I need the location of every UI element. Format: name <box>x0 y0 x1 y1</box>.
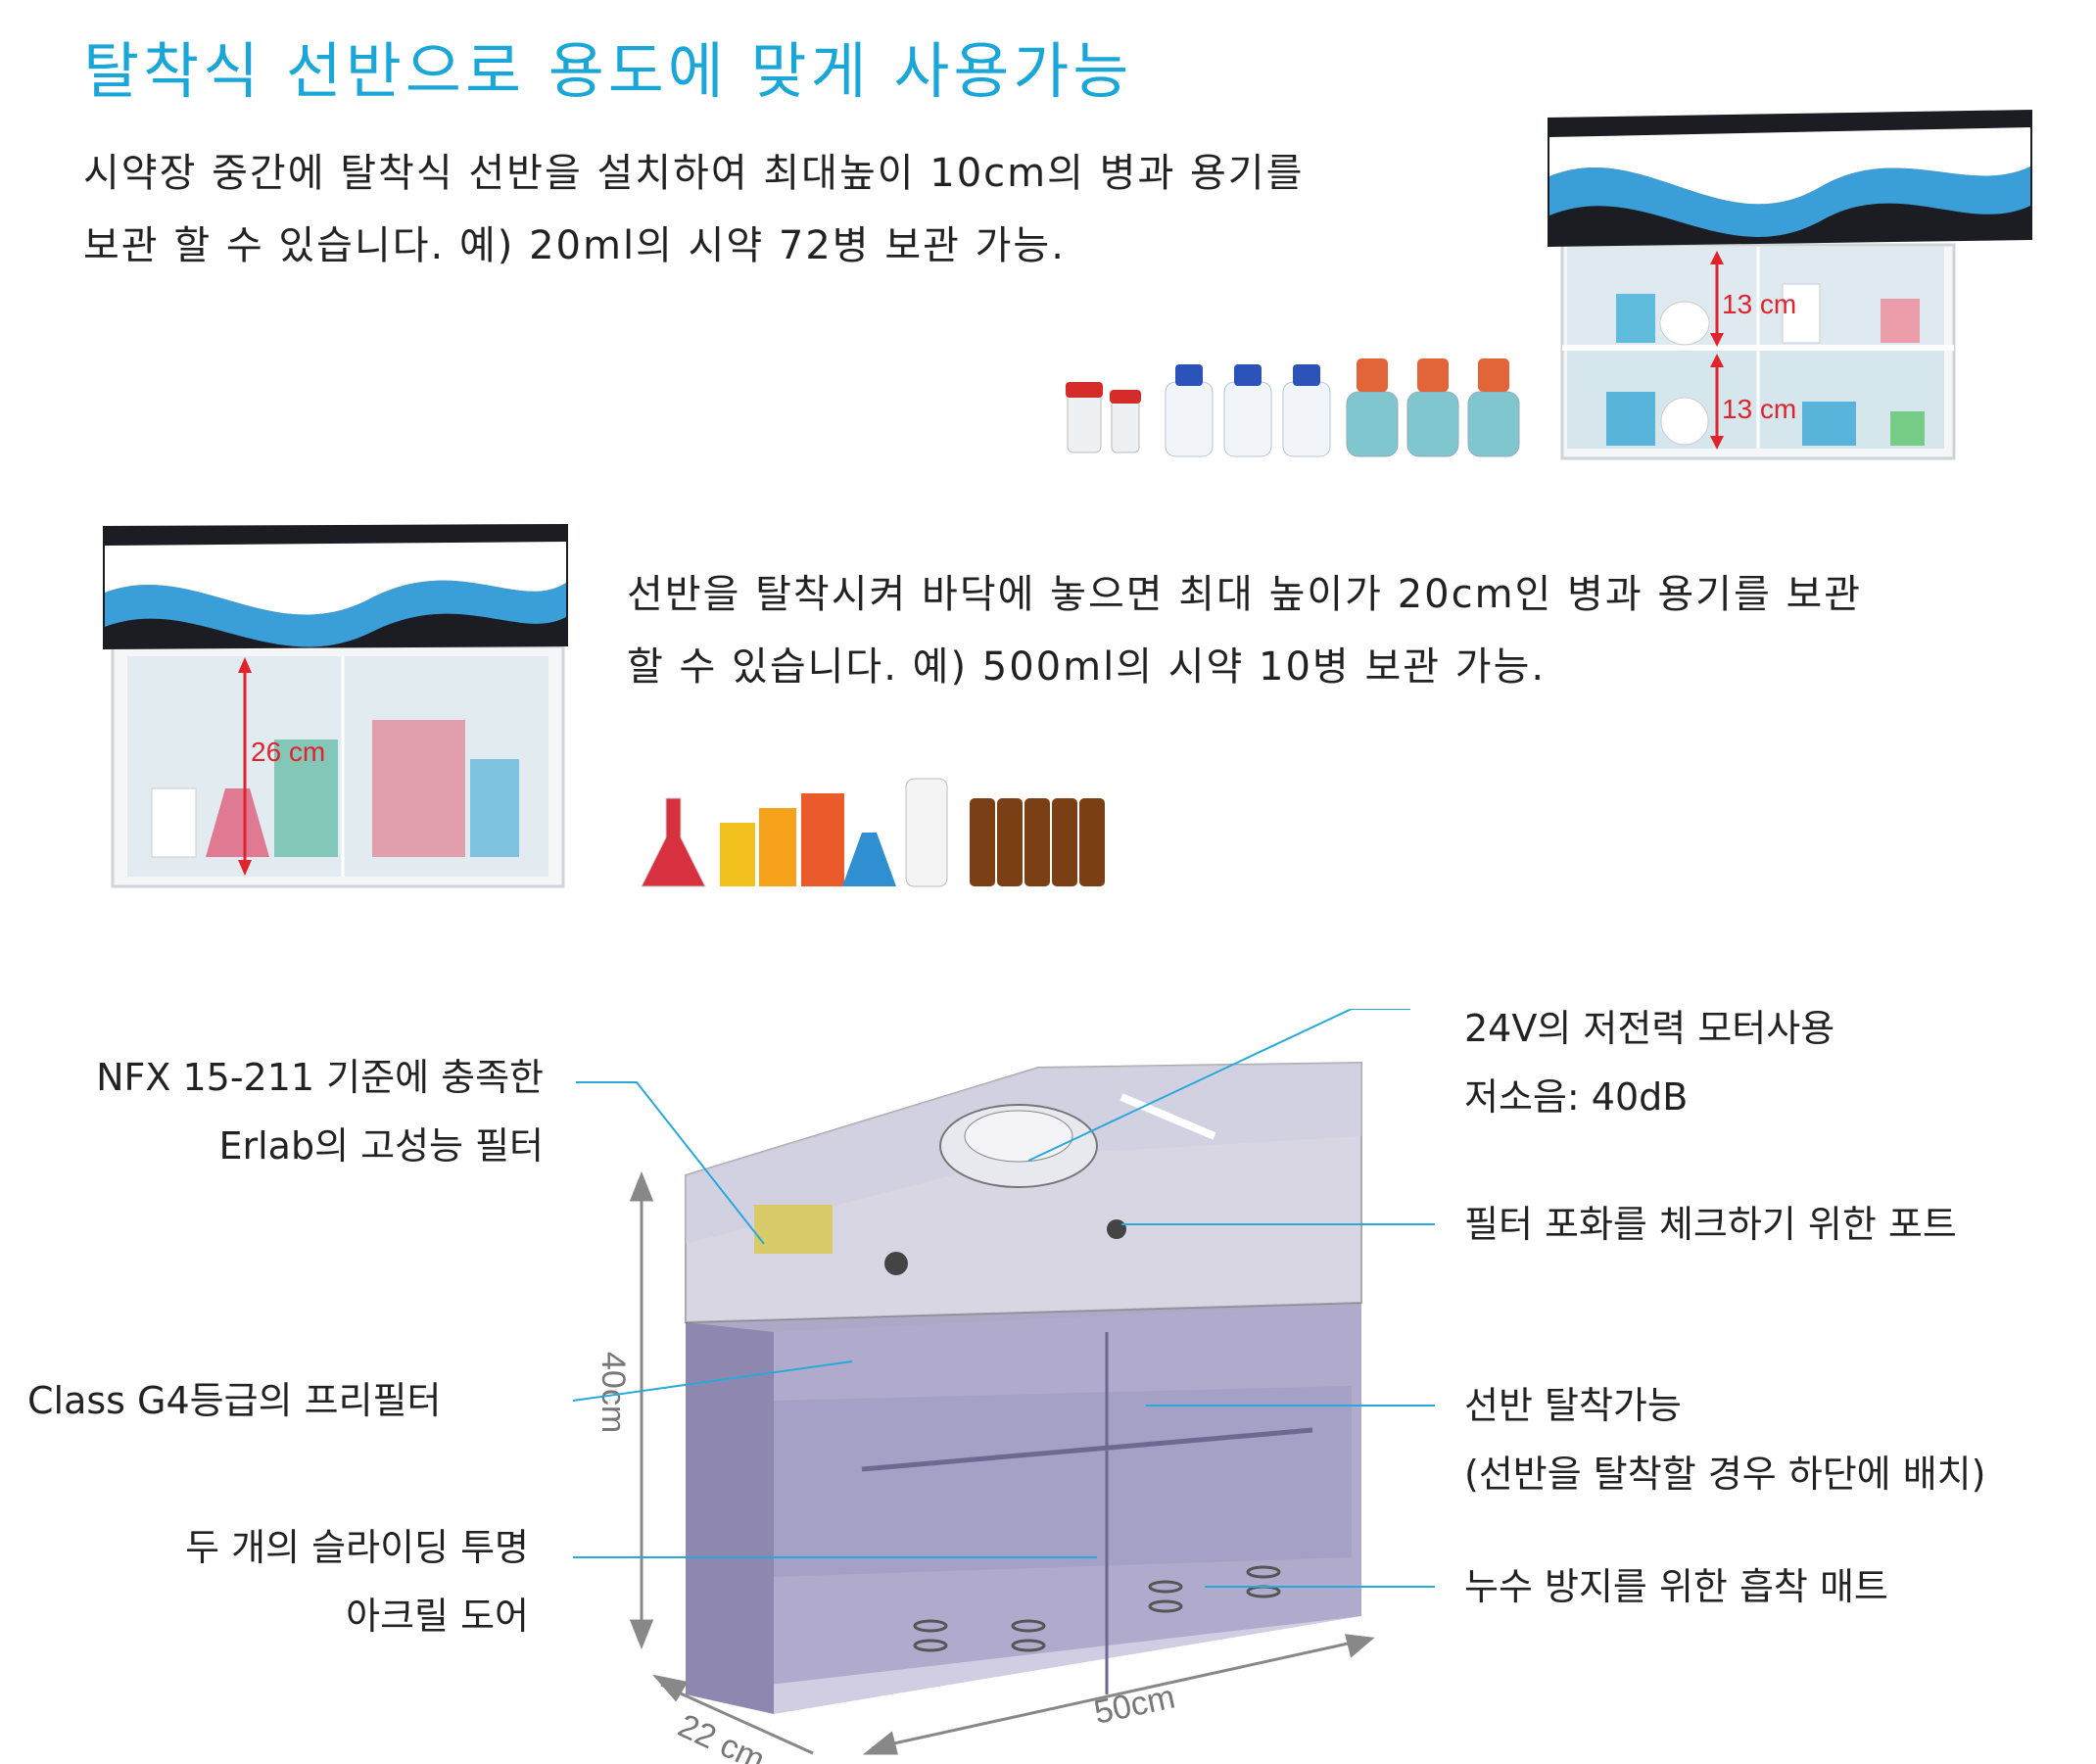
dim-lower-label: 13 cm <box>1722 394 1796 424</box>
dim-height-label: 26 cm <box>251 737 325 767</box>
label-motor-line2: 저소음: 40dB <box>1464 1075 1689 1119</box>
label-removable-shelf-line2: (선반을 탈착할 경우 하단에 배치) <box>1464 1453 1986 1496</box>
label-prefilter: Class G4등급의 프리필터 <box>27 1379 442 1422</box>
shelf-installed-illustration: 13 cm 13 cm <box>1066 110 2032 460</box>
dim-upper-label: 13 cm <box>1722 289 1796 319</box>
label-removable-shelf: 선반 탈착가능 (선반을 탈착할 경우 하단에 배치) <box>1464 1371 1985 1508</box>
section2-line2: 할 수 있습니다. 예) 500ml의 시약 10병 보관 가능. <box>627 644 1547 690</box>
leader-lines <box>572 1009 1435 1588</box>
section2-line1: 선반을 탈착시켜 바닥에 놓으면 최대 높이가 20cm인 병과 용기를 보관 <box>627 572 1863 617</box>
depth-dimension-label: 22 cm <box>673 1707 771 1764</box>
label-sliding-doors: 두 개의 슬라이딩 투명 아크릴 도어 <box>185 1513 529 1650</box>
label-main-filter: NFX 15-211 기준에 충족한 Erlab의 고성능 필터 <box>96 1043 544 1180</box>
technical-diagram: 40cm 22 cm 50cm <box>572 1009 1435 1764</box>
label-motor-line1: 24V의 저전력 모터사용 <box>1464 1007 1835 1050</box>
label-motor: 24V의 저전력 모터사용 저소음: 40dB <box>1464 994 1834 1131</box>
section1-line1: 시약장 중간에 탈착식 선반을 설치하여 최대높이 10cm의 병과 용기를 <box>83 151 1305 196</box>
page-title: 탈착식 선반으로 용도에 맞게 사용가능 <box>83 35 1133 107</box>
label-removable-shelf-line1: 선반 탈착가능 <box>1464 1384 1682 1427</box>
large-bottles-group <box>641 778 1105 887</box>
cabinet-with-shelf <box>1548 110 2032 460</box>
small-bottles-group <box>1066 358 1520 457</box>
width-dimension-label: 50cm <box>1091 1678 1178 1731</box>
label-main-filter-line1: NFX 15-211 기준에 충족한 <box>96 1056 544 1099</box>
cabinet-3d-drawing <box>685 1061 1362 1714</box>
label-sliding-doors-line1: 두 개의 슬라이딩 투명 <box>185 1526 529 1569</box>
section2-description: 선반을 탈착시켜 바닥에 놓으면 최대 높이가 20cm인 병과 용기를 보관 … <box>627 558 1862 703</box>
shelf-removed-illustration: 26 cm <box>103 524 568 888</box>
label-sliding-doors-line2: 아크릴 도어 <box>346 1595 529 1638</box>
label-absorbent-mat: 누수 방지를 위한 흡착 매트 <box>1464 1565 1888 1608</box>
label-main-filter-line2: Erlab의 고성능 필터 <box>218 1124 544 1168</box>
label-check-port: 필터 포화를 체크하기 위한 포트 <box>1464 1203 1957 1246</box>
section1-line2: 보관 할 수 있습니다. 예) 20ml의 시약 72병 보관 가능. <box>83 223 1066 268</box>
section1-description: 시약장 중간에 탈착식 선반을 설치하여 최대높이 10cm의 병과 용기를 보… <box>83 137 1304 282</box>
